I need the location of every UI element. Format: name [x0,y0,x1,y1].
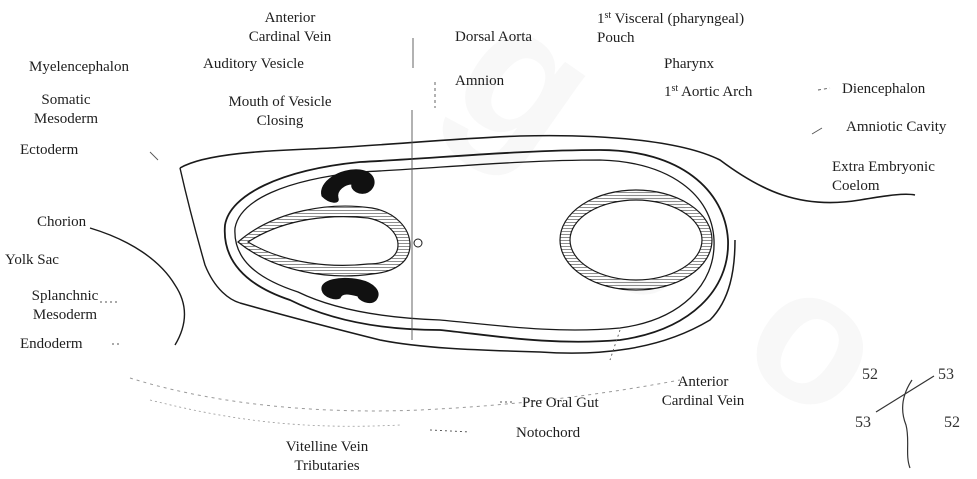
label-diencephalon: Diencephalon [842,80,925,99]
auditory-vesicle-upper [322,170,375,202]
label-pharynx: Pharynx [664,55,714,74]
label-dorsal-aorta: Dorsal Aorta [455,28,532,47]
corner-number: 52 [862,366,878,384]
label-amniotic-cavity: Amniotic Cavity [846,118,946,137]
corner-number: 53 [938,366,954,384]
label-auditory-vesicle: Auditory Vesicle [203,55,304,74]
notochord [414,239,422,247]
auditory-vesicle-lower [322,278,378,302]
corner-number: 52 [944,414,960,432]
label-vitelline-vein-tributaries: Vitelline Vein Tributaries [262,438,392,476]
label-somatic-mesoderm: Somatic Mesoderm [20,91,112,129]
envelope-left [180,168,240,303]
label-myelencephalon: Myelencephalon [29,58,129,77]
label-mouth-of-vesicle-closing: Mouth of Vesicle Closing [212,93,348,131]
label-extra-embryonic-coelom: Extra Embryonic Coelom [832,158,935,196]
label-ectoderm: Ectoderm [20,141,78,160]
label-first-aortic-arch: 1st Aortic Arch [664,83,752,102]
label-anterior-cardinal-vein-top: Anterior Cardinal Vein [232,9,348,47]
corner-number: 53 [855,414,871,432]
label-endoderm: Endoderm [20,335,82,354]
label-splanchnic-mesoderm: Splanchnic Mesoderm [18,287,112,325]
outer-envelope [180,136,915,203]
label-amnion: Amnion [455,72,504,91]
label-notochord: Notochord [516,424,580,443]
label-pre-oral-gut: Pre Oral Gut [522,394,599,413]
label-yolk-sac: Yolk Sac [5,251,59,270]
label-first-visceral-pouch: 1st Visceral (pharyngeal) Pouch [597,10,744,48]
label-chorion: Chorion [37,213,86,232]
label-anterior-cardinal-vein-bottom: Anterior Cardinal Vein [640,373,766,411]
